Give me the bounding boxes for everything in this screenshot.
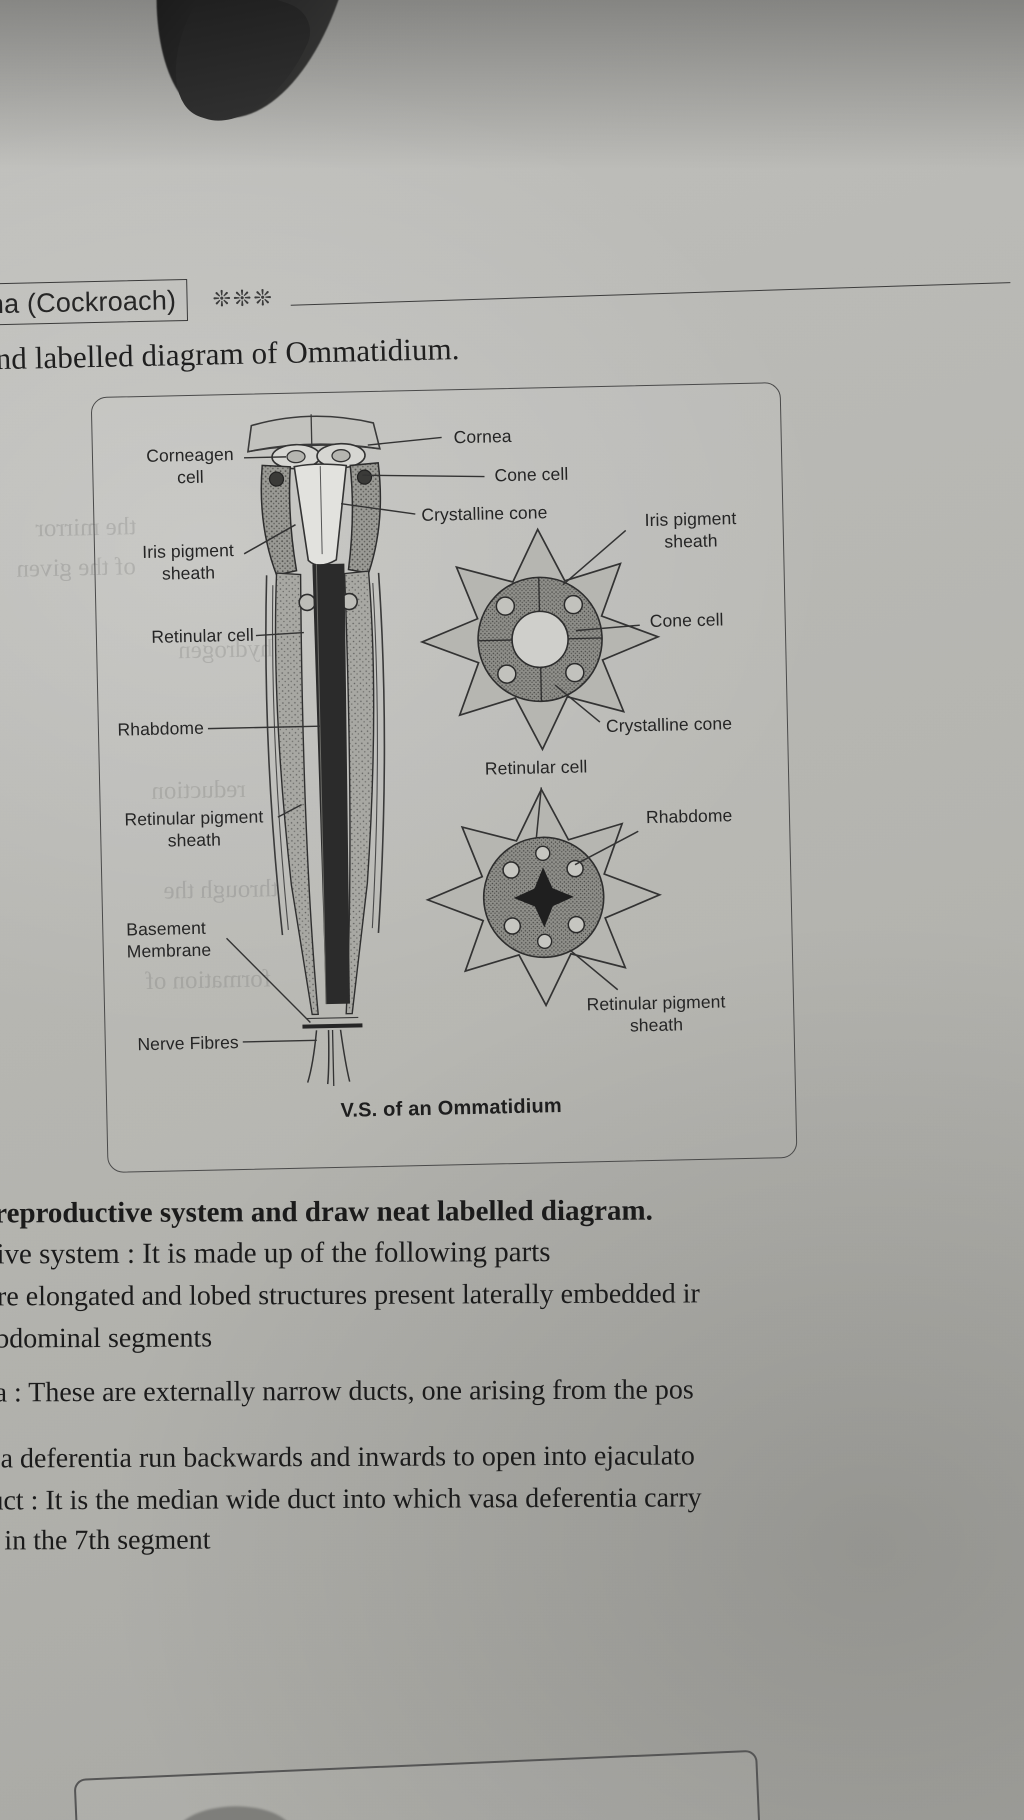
label-rhabdome-cs: Rhabdome	[645, 805, 733, 828]
label-cornea: Cornea	[453, 425, 512, 448]
next-figure-card	[73, 1749, 763, 1820]
body-line: reproductive system and draw neat labell…	[0, 1194, 653, 1230]
label-nerve-fibres: Nerve Fibres	[137, 1032, 240, 1055]
label-cone-cell-vs: Cone cell	[494, 463, 569, 486]
label-iris-pigment-sheath: Iris pigment sheath	[142, 540, 235, 584]
body-text-block: reproductive system and draw neat labell…	[0, 1174, 1024, 1557]
body-line: nt in the 7th segment	[0, 1524, 211, 1557]
photo-top-shadow	[0, 0, 1024, 170]
label-crystalline-cone-vs: Crystalline cone	[421, 502, 548, 525]
label-retinular-pigment-sheath-cs: Retinular pigment sheath	[586, 991, 726, 1036]
header-rule	[290, 282, 1011, 306]
section-header: ana (Cockroach) ❊❊❊	[0, 261, 1021, 330]
label-retinular-cell: Retinular cell	[151, 624, 255, 647]
body-line: are elongated and lobed structures prese…	[0, 1278, 700, 1313]
label-basement-membrane: Basement Membrane	[126, 917, 212, 962]
body-line: tive system : It is made up of the follo…	[0, 1236, 551, 1271]
label-corneagen-cell: Corneagen cell	[146, 444, 234, 488]
body-line: asa deferentia run backwards and inwards…	[0, 1440, 695, 1475]
page-subtitle: and labelled diagram of Ommatidium.	[0, 331, 460, 377]
body-line: tia : These are externally narrow ducts,…	[0, 1374, 694, 1409]
label-retinular-pigment-sheath: Retinular pigment sheath	[124, 806, 264, 851]
label-cone-cell-cs: Cone cell	[649, 609, 724, 631]
label-crystalline-cone-cs: Crystalline cone	[605, 713, 733, 736]
label-iris-pigment-sheath-cs: Iris pigment sheath	[644, 508, 737, 552]
label-rhabdome: Rhabdome	[117, 717, 205, 740]
header-boxed-label: ana (Cockroach)	[0, 278, 188, 326]
body-line: abdominal segments	[0, 1322, 213, 1355]
header-star-ornaments: ❊❊❊	[212, 286, 275, 313]
body-line: duct : It is the median wide duct into w…	[0, 1482, 702, 1517]
label-retinular-cell-cs: Retinular cell	[484, 756, 588, 779]
